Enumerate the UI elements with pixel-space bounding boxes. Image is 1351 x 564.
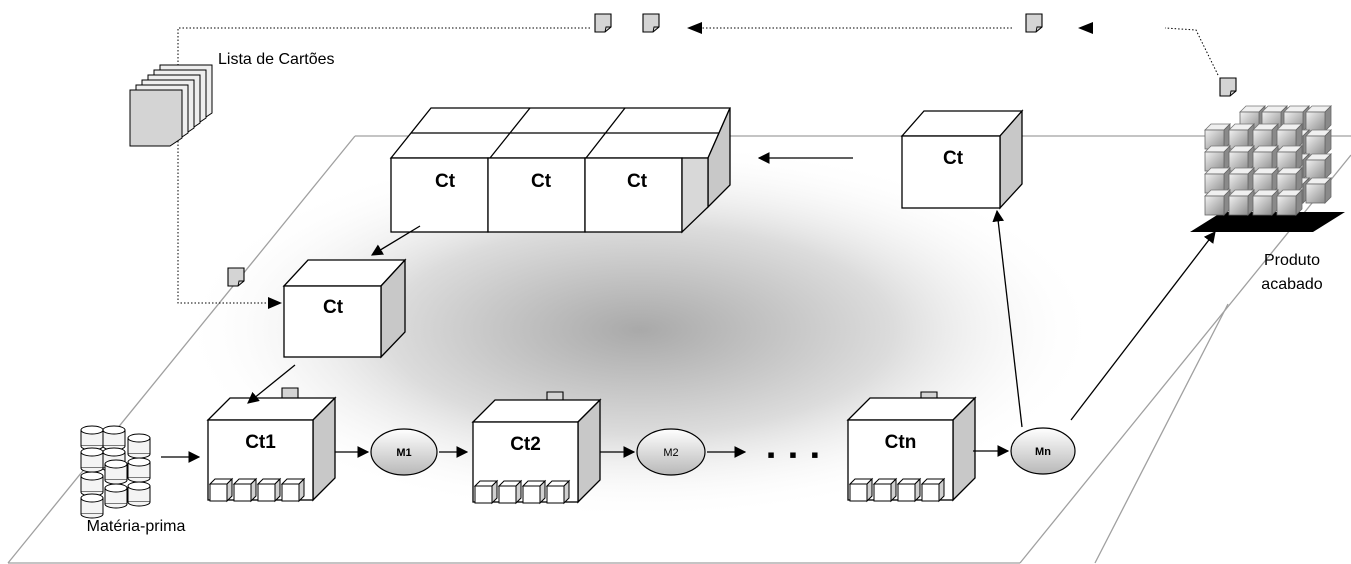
storage-bin: [522, 485, 541, 504]
machine-m1-label: M1: [396, 447, 411, 459]
finished-product-label-line1: Produto: [1264, 252, 1320, 269]
kanban-card-icon: [594, 13, 612, 33]
queue-container-3-label: Ct: [627, 171, 648, 192]
dispatch-container: Ct: [282, 258, 407, 359]
storage-bin: [498, 485, 517, 504]
storage-bin: [209, 483, 228, 502]
station-ct2-label: Ct2: [510, 434, 541, 455]
station-ctn: Ctn: [846, 396, 977, 503]
storage-bin: [281, 483, 300, 502]
card-list-sheet: [129, 89, 183, 147]
storage-bin: [897, 483, 916, 502]
kanban-card-return-path: [177, 27, 1219, 304]
station-ct1: Ct1: [206, 396, 337, 503]
product-cube: [1305, 159, 1326, 180]
card-list-label: Lista de Cartões: [218, 51, 335, 68]
kanban-card-icon: [1219, 77, 1237, 97]
machine-mn: Mn: [1010, 427, 1076, 475]
machine-m1: M1: [370, 428, 438, 476]
queue-container-1-label: Ct: [435, 171, 456, 192]
kanban-card-icon: [642, 13, 660, 33]
queue-container-1: [390, 157, 489, 233]
product-cube: [1305, 135, 1326, 156]
machine-mn-label: Mn: [1035, 446, 1051, 458]
product-cube: [1276, 195, 1297, 216]
machine-m2: M2: [636, 428, 706, 476]
flow-arrows: [161, 152, 1216, 463]
returned-container-label: Ct: [943, 148, 964, 169]
storage-bin: [474, 485, 493, 504]
kanban-card-icons: [227, 13, 1237, 411]
queue-container-3: [584, 157, 683, 233]
kanban-card-icon: [1025, 13, 1043, 33]
storage-bin: [873, 483, 892, 502]
dispatch-container-label: Ct: [323, 297, 344, 318]
station-ctn-label: Ctn: [885, 432, 917, 453]
storage-bin: [849, 483, 868, 502]
product-cube: [1204, 195, 1225, 216]
kanban-card-icon: [227, 267, 245, 287]
station-ct1-label: Ct1: [245, 432, 276, 453]
raw-material-label: Matéria-prima: [87, 518, 186, 535]
queue-container-2: [487, 157, 586, 233]
product-cube: [1305, 183, 1326, 204]
queue-container-2-label: Ct: [531, 171, 552, 192]
card-list-stack-icon: [129, 64, 213, 147]
station-ct2: Ct2: [471, 398, 602, 505]
storage-bin: [257, 483, 276, 502]
ellipsis-marker: ▪ ▪ ▪: [767, 442, 823, 467]
product-cube: [1252, 195, 1273, 216]
raw-material-barrels-icon: [80, 425, 151, 519]
machine-m2-label: M2: [663, 447, 678, 459]
finished-product-pallet-icon: [1190, 105, 1345, 232]
product-cube: [1228, 195, 1249, 216]
finished-product-label-line2: acabado: [1261, 276, 1322, 293]
returned-container: Ct: [900, 109, 1024, 210]
storage-bin: [233, 483, 252, 502]
container-queue: Ct Ct Ct: [389, 107, 731, 234]
storage-bin: [546, 485, 565, 504]
product-cube: [1305, 111, 1326, 132]
storage-bin: [921, 483, 940, 502]
